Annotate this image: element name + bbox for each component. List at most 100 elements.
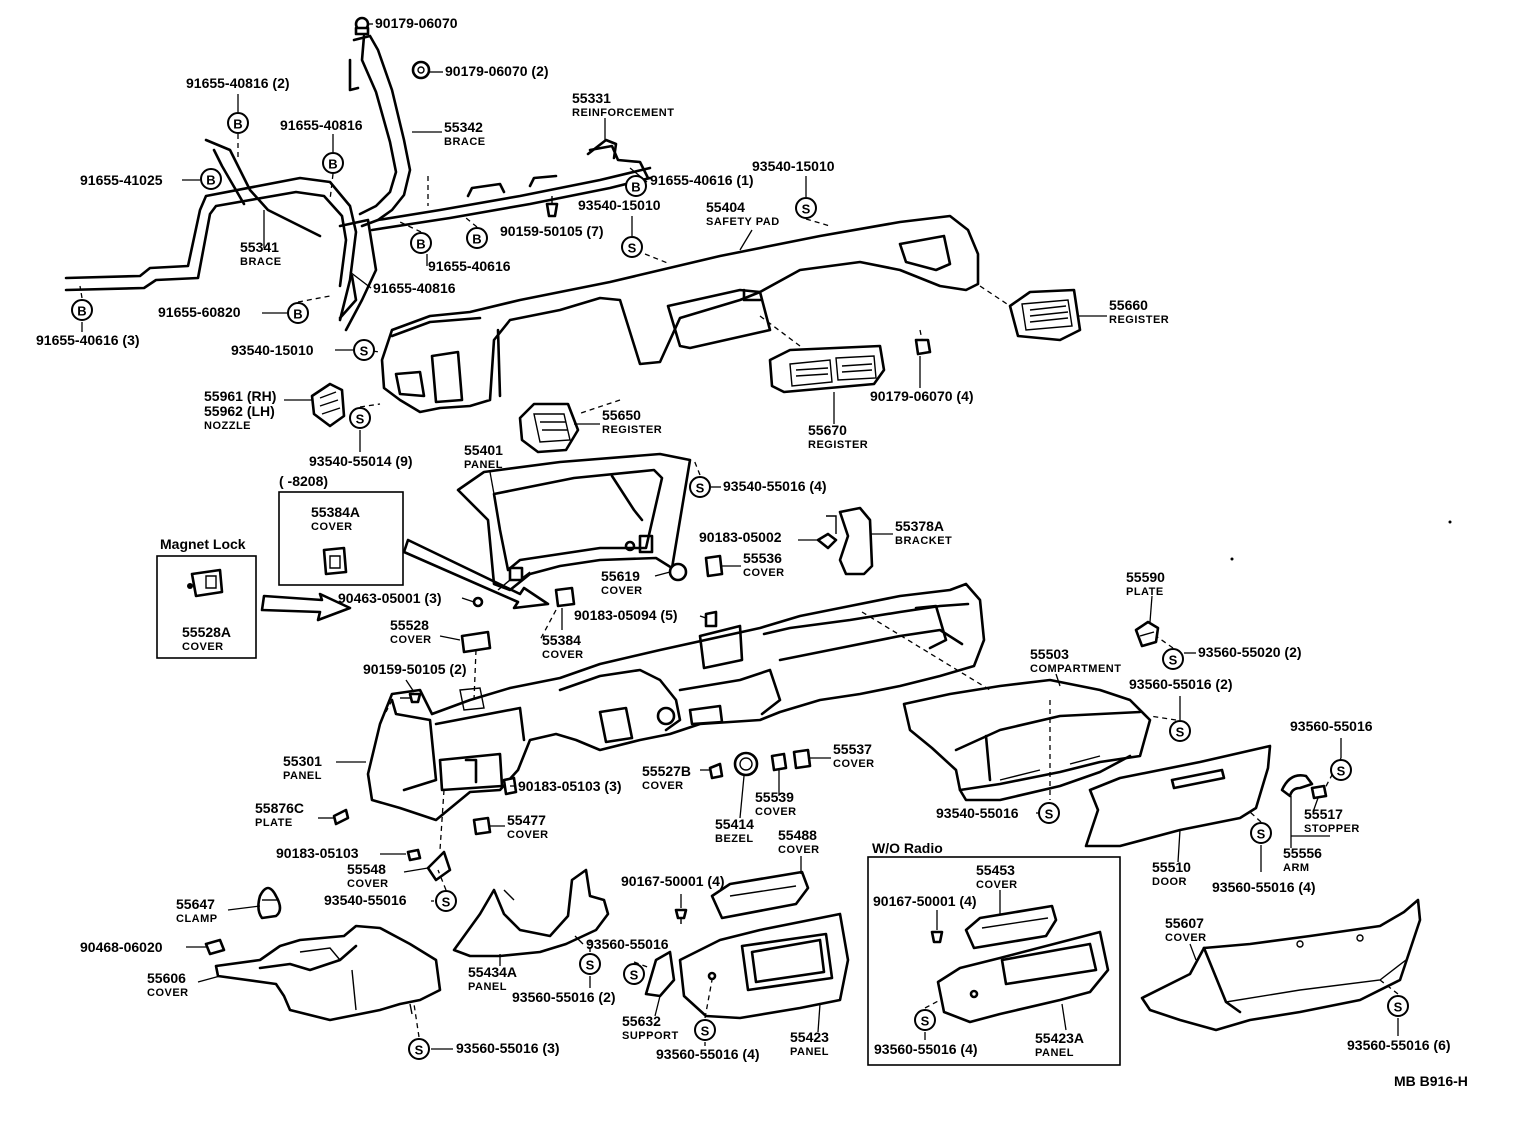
variant-box-8208 bbox=[278, 491, 404, 586]
part-name: COVER bbox=[755, 806, 797, 818]
symbol-letter: S bbox=[1257, 827, 1266, 842]
part-label: 93560-55020 (2) bbox=[1198, 644, 1302, 660]
part-label: 90179-06070 (2) bbox=[445, 63, 549, 79]
part-name: BRACE bbox=[240, 256, 282, 268]
symbol-letter: B bbox=[233, 117, 242, 132]
part-label: 93540-15010 bbox=[752, 158, 835, 174]
compartment-55503 bbox=[902, 678, 1152, 802]
part-name: COVER bbox=[976, 879, 1018, 891]
symbol-letter: S bbox=[628, 241, 637, 256]
part-number: 91655-41025 bbox=[80, 172, 163, 188]
part-number: 90179-06070 (4) bbox=[870, 388, 974, 404]
part-label: 93560-55016 (2) bbox=[1129, 676, 1233, 692]
part-name: COVER bbox=[601, 585, 643, 597]
screw-symbol-icon: S bbox=[694, 1019, 716, 1041]
part-label: 90183-05103 bbox=[276, 845, 359, 861]
symbol-circle bbox=[1330, 759, 1352, 781]
part-number: 93560-55016 (3) bbox=[456, 1040, 560, 1056]
part-number: 55404 bbox=[706, 199, 745, 215]
part-name: COVER bbox=[311, 521, 353, 533]
screw-symbol-icon: S bbox=[1330, 759, 1352, 781]
part-label: 90159-50105 (7) bbox=[500, 223, 604, 239]
part-name: REGISTER bbox=[602, 424, 662, 436]
part-name: COVER bbox=[507, 829, 549, 841]
part-name: PANEL bbox=[790, 1046, 829, 1058]
symbol-letter: S bbox=[1045, 807, 1054, 822]
symbol-circle bbox=[466, 227, 488, 249]
part-number: 93560-55016 (2) bbox=[1129, 676, 1233, 692]
symbol-circle bbox=[623, 963, 645, 985]
part-number: 90167-50001 (4) bbox=[873, 893, 977, 909]
arm-55556 bbox=[1280, 774, 1314, 798]
symbol-letter: S bbox=[630, 968, 639, 983]
part-number: 55503 bbox=[1030, 646, 1069, 662]
part-label: 91655-40616 bbox=[428, 258, 511, 274]
part-label: 93540-55016 bbox=[936, 805, 1019, 821]
part-number: 93540-15010 bbox=[752, 158, 835, 174]
part-label: 93560-55016 (3) bbox=[456, 1040, 560, 1056]
register-55660 bbox=[1008, 288, 1082, 342]
part-number: 90463-05001 (3) bbox=[338, 590, 442, 606]
part-label: 93560-55016 (4) bbox=[874, 1041, 978, 1057]
part-name: PANEL bbox=[1035, 1047, 1074, 1059]
screw-symbol-icon: S bbox=[435, 890, 457, 912]
part-number: 55607 bbox=[1165, 915, 1204, 931]
part-number: 93540-15010 bbox=[578, 197, 661, 213]
symbol-letter: B bbox=[206, 173, 215, 188]
bolt-symbol-icon: B bbox=[71, 299, 93, 321]
part-name: PANEL bbox=[468, 981, 507, 993]
nut-icon bbox=[411, 60, 431, 80]
part-label: 91655-40616 (1) bbox=[650, 172, 754, 188]
symbol-circle bbox=[914, 1009, 936, 1031]
part-name: COVER bbox=[743, 567, 785, 579]
screw-symbol-icon: S bbox=[353, 339, 375, 361]
cover-55453 bbox=[964, 904, 1058, 950]
symbol-letter: S bbox=[360, 344, 369, 359]
cover-55384a bbox=[322, 546, 348, 576]
leader-lines bbox=[81, 23, 1399, 1050]
part-label: 93560-55016 bbox=[1290, 718, 1373, 734]
plate-55590 bbox=[1134, 620, 1160, 648]
part-name: REGISTER bbox=[1109, 314, 1169, 326]
symbol-letter: S bbox=[696, 481, 705, 496]
symbol-circle bbox=[227, 112, 249, 134]
symbol-letter: S bbox=[586, 958, 595, 973]
clip-icon bbox=[406, 848, 422, 862]
symbol-circle bbox=[689, 476, 711, 498]
part-name: COVER bbox=[347, 878, 389, 890]
symbol-letter: S bbox=[415, 1043, 424, 1058]
part-number: ( -8208) bbox=[279, 473, 328, 489]
clamp-55647 bbox=[257, 886, 282, 920]
part-number: 93560-55016 (4) bbox=[874, 1041, 978, 1057]
part-number: 90167-50001 (4) bbox=[621, 873, 725, 889]
symbol-circle bbox=[621, 236, 643, 258]
part-label: 93540-55014 (9) bbox=[309, 453, 413, 469]
symbol-letter: S bbox=[1337, 764, 1346, 779]
nozzle-55961 bbox=[310, 382, 346, 428]
cover-55537 bbox=[792, 748, 812, 770]
cover-55477 bbox=[472, 816, 492, 836]
symbol-letter: B bbox=[293, 307, 302, 322]
symbol-letter: S bbox=[921, 1014, 930, 1029]
part-number: 91655-40616 (3) bbox=[36, 332, 140, 348]
part-number: 55527B bbox=[642, 763, 691, 779]
part-label: 90179-06070 (4) bbox=[870, 388, 974, 404]
part-number: 90183-05002 bbox=[699, 529, 782, 545]
part-label: 93540-15010 bbox=[231, 342, 314, 358]
screw-icon bbox=[674, 908, 688, 924]
screw-symbol-icon: S bbox=[689, 476, 711, 498]
part-label: Magnet Lock bbox=[160, 536, 246, 552]
screw-icon bbox=[930, 930, 944, 944]
cover-55548 bbox=[426, 850, 452, 882]
part-number: 55510 bbox=[1152, 859, 1191, 875]
